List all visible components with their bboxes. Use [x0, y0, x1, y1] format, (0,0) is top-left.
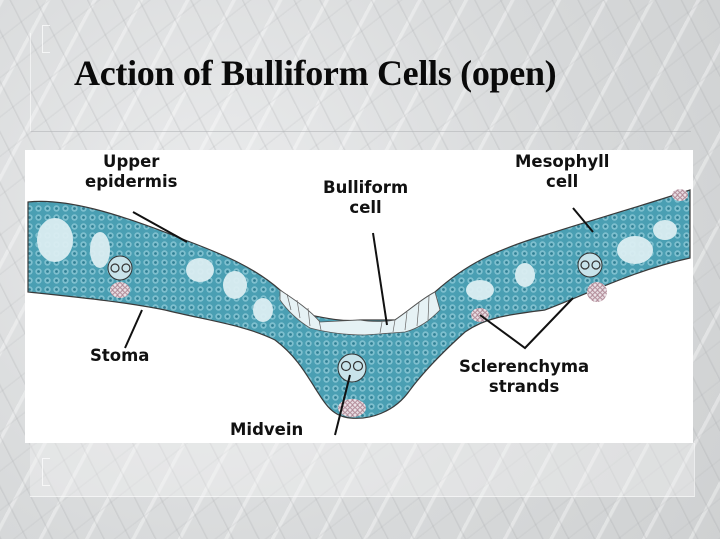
slide-frame-bottom — [30, 443, 695, 497]
vascular-bundles — [107, 252, 603, 383]
leaf-cross-section-diagram: Upper epidermis Bulliform cell Mesophyll… — [25, 150, 693, 443]
label-text: strands — [488, 377, 560, 396]
frame-decoration — [42, 458, 50, 486]
label-bulliform-cell: Bulliform cell — [323, 178, 408, 218]
label-text: Mesophyll — [515, 152, 610, 171]
leaf-illustration — [27, 189, 691, 436]
label-pointers — [124, 207, 594, 436]
label-text: epidermis — [85, 172, 178, 191]
leaf-blade — [27, 189, 691, 419]
label-mesophyll-cell: Mesophyll cell — [515, 152, 609, 192]
label-midvein: Midvein — [230, 420, 303, 440]
air-spaces — [37, 218, 677, 322]
label-text: cell — [349, 198, 382, 217]
label-text: Upper — [103, 152, 160, 171]
label-text: Sclerenchyma — [459, 357, 590, 376]
label-text: Bulliform — [323, 178, 409, 197]
slide-frame-top — [30, 33, 691, 132]
label-text: cell — [546, 172, 579, 191]
bulliform-cells — [279, 289, 441, 336]
label-text: Midvein — [230, 420, 304, 439]
label-stoma: Stoma — [90, 346, 149, 366]
label-upper-epidermis: Upper epidermis — [85, 152, 177, 192]
slide-title: Action of Bulliform Cells (open) — [74, 53, 557, 93]
label-text: Stoma — [90, 346, 150, 365]
label-sclerenchyma-strands: Sclerenchyma strands — [459, 357, 589, 397]
frame-decoration — [42, 25, 50, 53]
